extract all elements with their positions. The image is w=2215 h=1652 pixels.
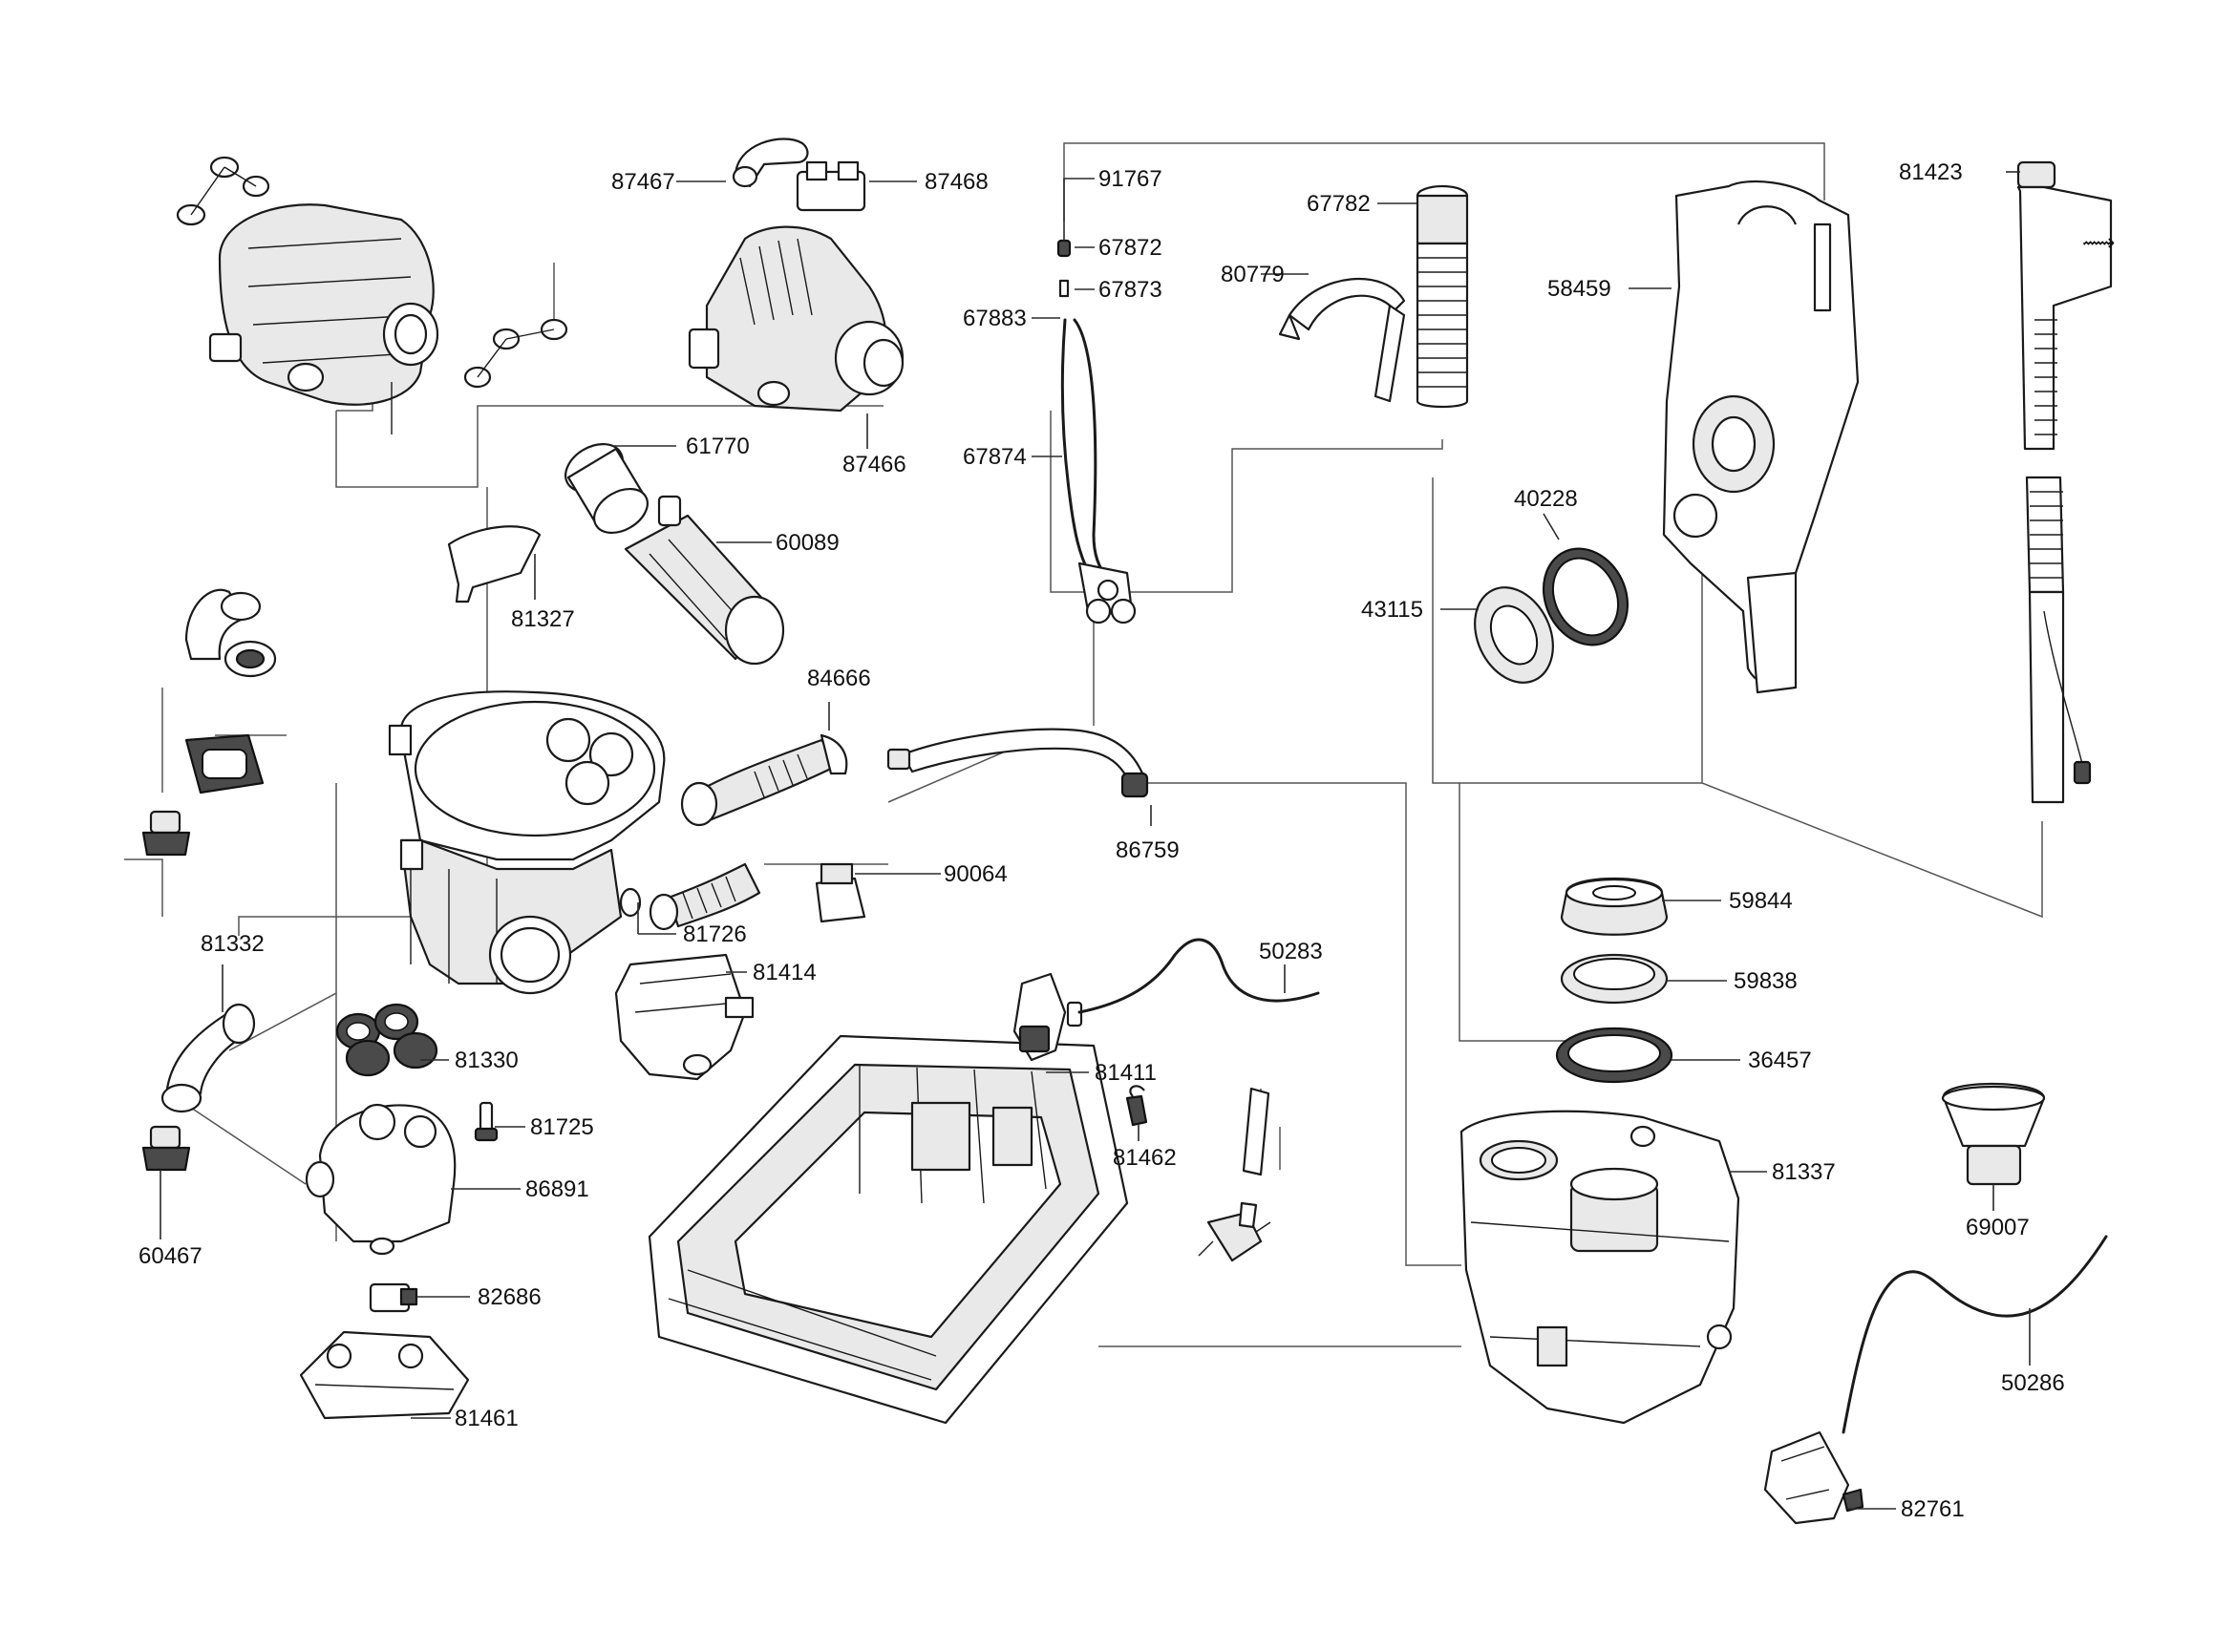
callout-86891: 86891 bbox=[525, 1176, 589, 1202]
connector-tube-61770 bbox=[564, 443, 649, 535]
hose-84666 bbox=[680, 733, 848, 827]
callout-67874: 67874 bbox=[963, 444, 1027, 470]
callout-81332: 81332 bbox=[201, 931, 265, 957]
callout-labels: 87467 87468 91767 81423 67782 67872 6787… bbox=[138, 159, 2065, 1522]
callout-59844: 59844 bbox=[1729, 888, 1793, 914]
callout-86759: 86759 bbox=[1116, 837, 1180, 863]
rinse-aid-container-58459 bbox=[1662, 180, 1860, 694]
drain-tube-icon bbox=[1242, 1087, 1270, 1176]
callout-81725: 81725 bbox=[530, 1114, 594, 1140]
callout-81411: 81411 bbox=[1095, 1060, 1157, 1086]
base-frame bbox=[648, 1034, 1129, 1425]
callout-67883: 67883 bbox=[963, 306, 1027, 331]
ring-81726 bbox=[619, 887, 642, 918]
callout-59838: 59838 bbox=[1734, 968, 1798, 994]
valve-81414 bbox=[614, 953, 755, 1081]
water-softener-81337 bbox=[1459, 1110, 1740, 1425]
callout-91767: 91767 bbox=[1098, 166, 1162, 192]
hose-guide-80779 bbox=[1278, 278, 1406, 403]
connector-81411 bbox=[1012, 972, 1083, 1062]
pump-housing-86891 bbox=[305, 1103, 457, 1256]
pressure-sensor-60467 bbox=[141, 1125, 191, 1172]
callout-69007: 69007 bbox=[1966, 1215, 2030, 1240]
clip-81462 bbox=[1125, 1085, 1148, 1127]
callout-84666: 84666 bbox=[807, 666, 871, 691]
elbow-hose-icon bbox=[184, 588, 277, 678]
hose-86759 bbox=[886, 728, 1149, 798]
callout-61770: 61770 bbox=[686, 434, 750, 459]
callout-60089: 60089 bbox=[776, 530, 840, 556]
cable-50286 bbox=[1842, 1235, 2108, 1434]
threaded-ring-43115 bbox=[1474, 586, 1554, 684]
assembly-lines bbox=[124, 142, 2043, 1347]
plug-82761 bbox=[1763, 1430, 1864, 1525]
callout-81337: 81337 bbox=[1772, 1159, 1836, 1185]
callout-60467: 60467 bbox=[138, 1243, 202, 1269]
pressure-sensor-icon bbox=[141, 810, 191, 857]
callout-81414: 81414 bbox=[753, 960, 817, 985]
callout-80779: 80779 bbox=[1221, 262, 1285, 287]
aquastop-hose-81423: ⟿ bbox=[2016, 160, 2115, 804]
callout-67872: 67872 bbox=[1098, 235, 1162, 261]
callout-36457: 36457 bbox=[1748, 1048, 1812, 1073]
level-switch-icon bbox=[815, 862, 866, 923]
callout-81423: 81423 bbox=[1899, 159, 1963, 185]
callout-58459: 58459 bbox=[1547, 276, 1611, 302]
callout-81327: 81327 bbox=[511, 606, 575, 632]
callout-50286: 50286 bbox=[2001, 1370, 2065, 1396]
svg-text:⟿: ⟿ bbox=[2082, 230, 2115, 256]
callout-87468: 87468 bbox=[925, 169, 989, 195]
callout-43115: 43115 bbox=[1361, 597, 1423, 623]
callout-87467: 87467 bbox=[611, 169, 675, 195]
ring-59838 bbox=[1560, 953, 1669, 1005]
suction-cup-69007 bbox=[1941, 1082, 2046, 1186]
clip-bracket-icon bbox=[796, 160, 866, 212]
callout-67873: 67873 bbox=[1098, 277, 1162, 303]
drain-pump-87466 bbox=[688, 138, 905, 413]
connector-82686 bbox=[369, 1282, 418, 1313]
hose-clamp-icon bbox=[176, 156, 270, 226]
callout-81461: 81461 bbox=[455, 1406, 519, 1431]
corrugated-hose-67782 bbox=[1416, 184, 1469, 409]
gasket-36457 bbox=[1555, 1027, 1673, 1084]
circulation-pump-assembly bbox=[176, 156, 568, 434]
sump-assembly bbox=[388, 690, 666, 995]
callout-67782: 67782 bbox=[1307, 191, 1371, 217]
seal-set-81330 bbox=[335, 1003, 438, 1077]
callout-40228: 40228 bbox=[1514, 486, 1578, 512]
cable-50283 bbox=[1077, 938, 1320, 1014]
callout-50283: 50283 bbox=[1259, 939, 1323, 964]
pin-81725 bbox=[474, 1101, 499, 1142]
callout-leaders bbox=[160, 171, 2031, 1510]
heater-tube-60089 bbox=[624, 495, 785, 666]
float-valve-icon bbox=[1198, 1201, 1271, 1262]
salt-cap-59844 bbox=[1560, 877, 1669, 936]
hose-clamp-icon bbox=[463, 318, 568, 389]
callout-87466: 87466 bbox=[842, 452, 906, 477]
gasket-40228 bbox=[1542, 547, 1629, 646]
seal-block-icon bbox=[184, 733, 265, 794]
flap-81327 bbox=[447, 525, 542, 604]
callout-81462: 81462 bbox=[1113, 1145, 1177, 1171]
callout-81330: 81330 bbox=[455, 1048, 519, 1073]
callout-82686: 82686 bbox=[478, 1284, 542, 1310]
callout-90064: 90064 bbox=[944, 861, 1008, 887]
callout-82761: 82761 bbox=[1901, 1496, 1965, 1522]
hose-clamp-icon bbox=[732, 138, 809, 188]
hose-90064 bbox=[649, 862, 761, 931]
cover-plate-81461 bbox=[299, 1330, 470, 1420]
sensor-wire-67874 bbox=[1056, 239, 1137, 625]
callout-81726: 81726 bbox=[683, 921, 747, 947]
hose-81332 bbox=[160, 1003, 256, 1113]
